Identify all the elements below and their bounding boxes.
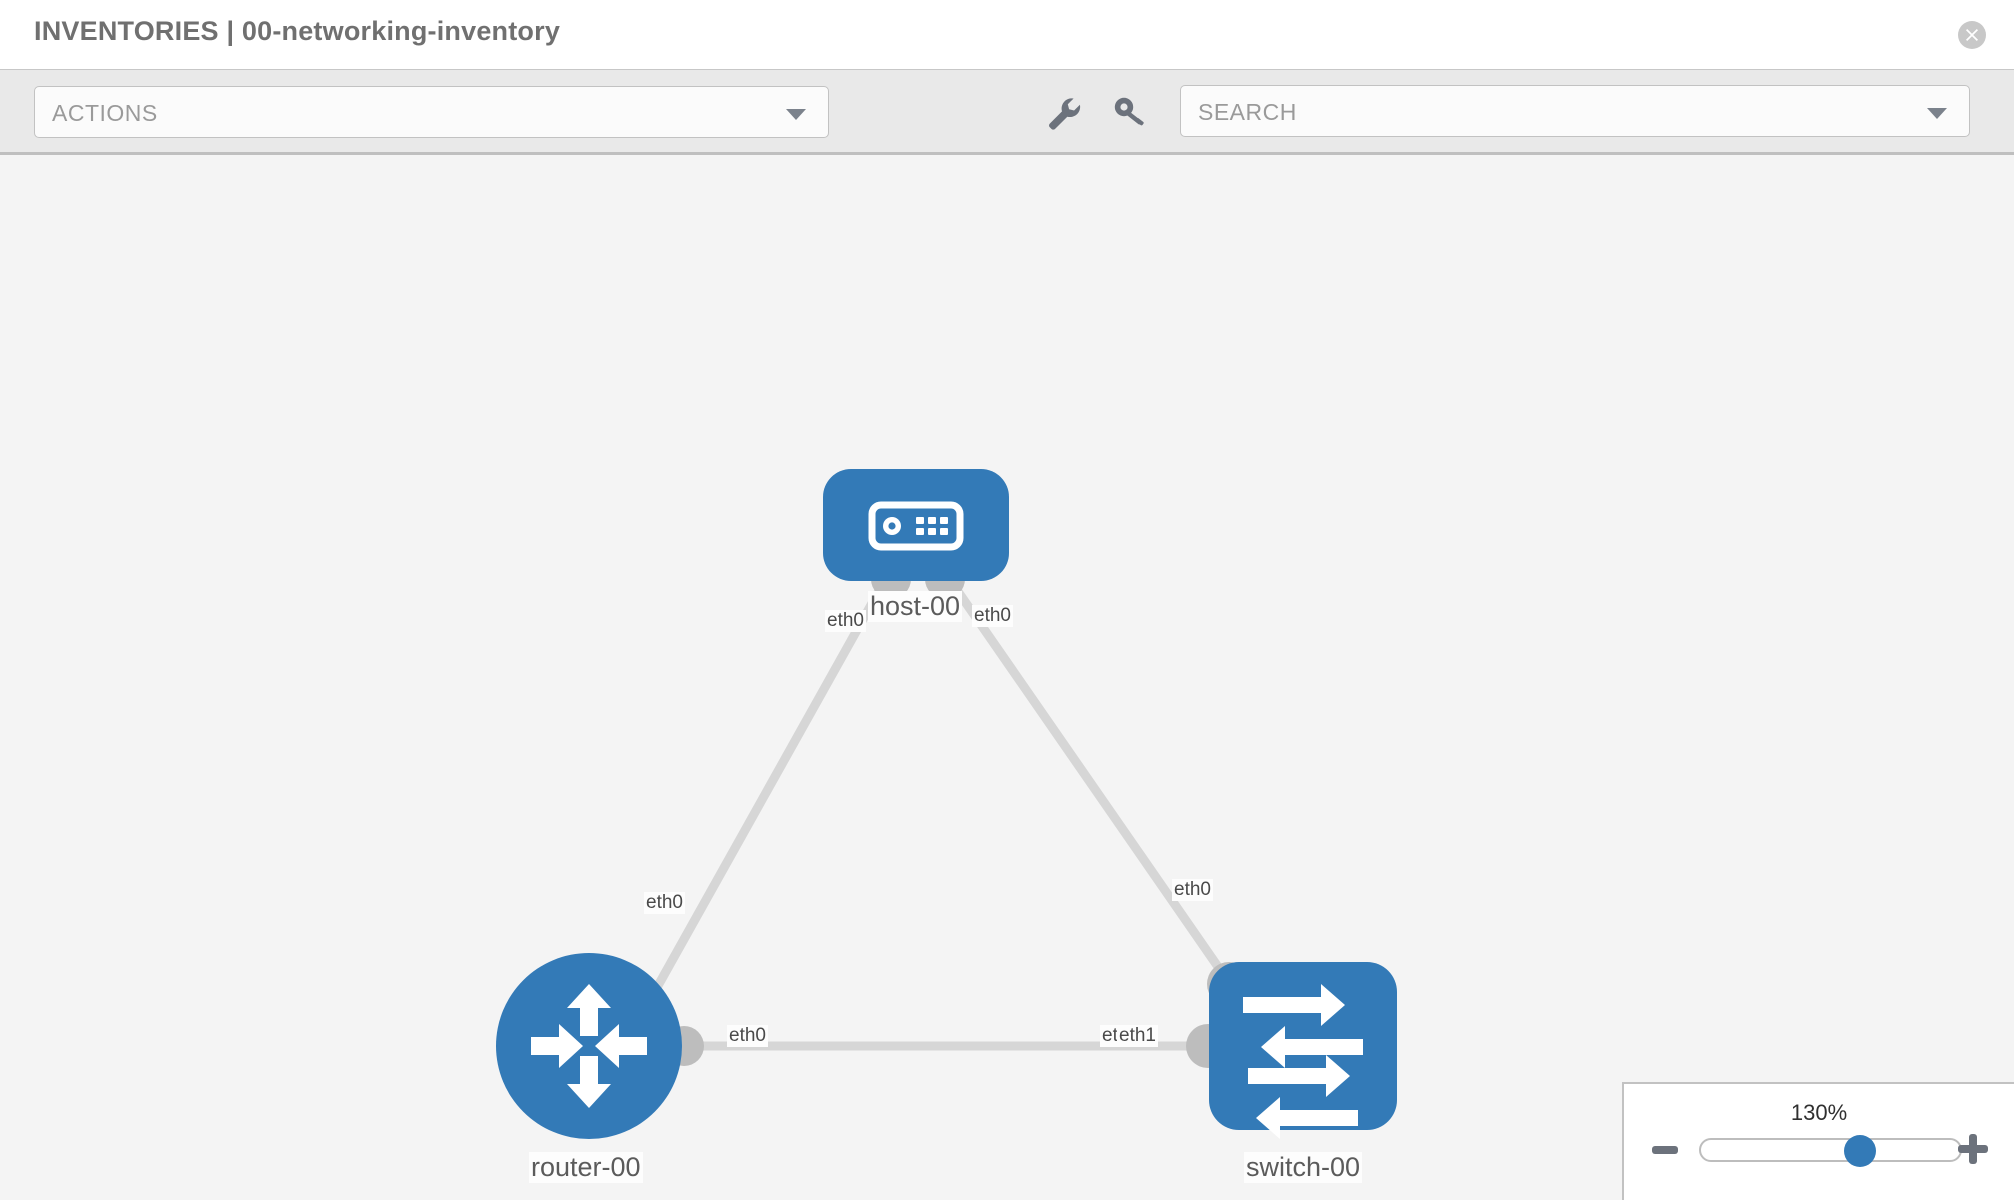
page-header: INVENTORIES | 00-networking-inventory [0, 0, 2014, 69]
search-input[interactable]: SEARCH [1180, 85, 1970, 137]
server-icon [868, 501, 964, 551]
link-host00-router00 [646, 577, 889, 1003]
zoom-in-button[interactable] [1958, 1134, 1988, 1164]
node-switch-00 [1209, 962, 1397, 1139]
zoom-out-button[interactable] [1652, 1146, 1678, 1154]
page-title: INVENTORIES | 00-networking-inventory [34, 16, 561, 46]
zoom-level-label: 130% [1790, 1100, 1848, 1125]
iface-label-switch00-eth0-up: eth0 [1172, 879, 1213, 901]
zoom-slider-track[interactable] [1699, 1135, 1962, 1167]
topology-graph [496, 469, 1397, 1139]
node-label-router-00: router-00 [529, 1152, 643, 1183]
actions-dropdown-label: ACTIONS [52, 100, 158, 126]
node-host-00 [823, 469, 1009, 581]
key-icon[interactable] [1110, 92, 1150, 132]
topology-canvas[interactable]: host-00 router-00 switch-00 eth0 eth0 et… [0, 155, 2014, 1200]
wrench-icon[interactable] [1043, 92, 1083, 132]
node-router-00 [496, 953, 682, 1139]
router-arrows-icon [531, 984, 647, 1108]
server-icon-details [883, 517, 948, 535]
close-icon[interactable] [1958, 21, 1986, 49]
search-placeholder: SEARCH [1198, 99, 1297, 125]
link-host00-switch00 [946, 577, 1236, 990]
topology-links [646, 577, 1236, 1051]
node-label-host-00: host-00 [868, 591, 963, 622]
iface-label-host00-eth0-right: eth0 [972, 605, 1013, 627]
iface-label-host00-eth0-left: eth0 [825, 610, 866, 632]
chevron-down-icon [786, 109, 806, 120]
iface-label-switch00-eth1: eth1 [1117, 1025, 1158, 1047]
zoom-control-panel: 130% [1622, 1082, 2014, 1200]
actions-dropdown[interactable]: ACTIONS [34, 86, 829, 138]
zoom-slider-handle[interactable] [1844, 1135, 1876, 1167]
switch-arrows-icon [1243, 984, 1363, 1139]
iface-label-router00-eth0-up: eth0 [644, 892, 685, 914]
chevron-down-icon[interactable] [1927, 108, 1947, 119]
iface-label-router00-eth0: eth0 [727, 1025, 768, 1047]
node-label-switch-00: switch-00 [1244, 1152, 1363, 1183]
